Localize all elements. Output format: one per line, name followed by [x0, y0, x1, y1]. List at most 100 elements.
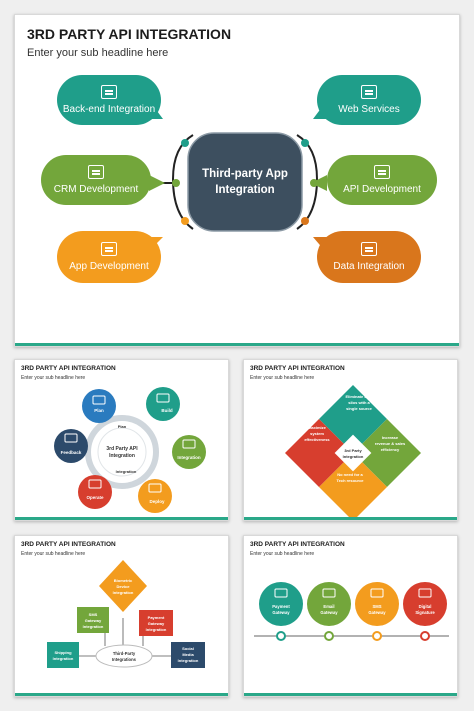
thumb-title: 3RD PARTY API INTEGRATION: [250, 365, 345, 372]
quad-text: efficiency: [381, 447, 400, 452]
thumb-subtitle: Enter your sub headline here: [250, 375, 315, 381]
petal-build: Build: [146, 387, 180, 421]
node-shipping: Shipping Integration: [47, 642, 79, 668]
thumb-subtitle: Enter your sub headline here: [21, 551, 86, 557]
app-grid-icon: [101, 242, 117, 256]
thumb-slide-cycle[interactable]: 3RD PARTY API INTEGRATION Enter your sub…: [14, 359, 229, 521]
bubble-label: CRM Development: [53, 184, 139, 195]
center-label-2: Integration: [215, 184, 274, 196]
cycle-diagram: 3rd Party API Integration Plan Integrati…: [54, 387, 206, 513]
node-text: Payment: [148, 615, 165, 620]
petal-label: Plan: [94, 408, 104, 413]
quad-text: revenue & sales: [375, 441, 406, 446]
bubble-app-development: App Development: [57, 231, 161, 283]
circle-text: SMS: [372, 604, 381, 609]
quad-text: silos with a: [348, 400, 370, 405]
petal-plan: Plan: [82, 389, 116, 423]
network-center-2: Integrations: [112, 657, 137, 662]
node-text: Media: [182, 652, 194, 657]
page-title: 3RD PARTY API INTEGRATION: [27, 26, 232, 42]
quad-text: system: [310, 431, 324, 436]
petal-label: Operate: [86, 495, 104, 500]
thumb-slide-diamond[interactable]: 3RD PARTY API INTEGRATION Enter your sub…: [243, 359, 458, 521]
node-payment: Payment Gateway Integration: [139, 610, 173, 636]
cycle-center-2: Integration: [109, 453, 135, 459]
bubble-label: Back-end Integration: [62, 104, 156, 115]
thumb-subtitle: Enter your sub headline here: [250, 551, 315, 557]
center-node: [187, 132, 303, 232]
monitor-icon: [361, 85, 377, 99]
api-window-icon: [374, 165, 390, 179]
thumb-title: 3RD PARTY API INTEGRATION: [250, 541, 345, 548]
diamond-center-1: 3rd Party: [344, 448, 362, 453]
node-biometric: Biometric Device Integration: [99, 560, 147, 612]
bubble-label: API Development: [343, 184, 421, 195]
server-icon: [101, 85, 117, 99]
ring-label-integration: Integration: [116, 469, 137, 474]
thumb-subtitle: Enter your sub headline here: [21, 375, 86, 381]
network-center: [95, 644, 153, 668]
network-diagram: Third-Party Integrations Biometric Devic…: [47, 560, 205, 668]
circle-text: Digital: [419, 604, 432, 609]
circle-text: Payment: [272, 604, 290, 609]
connector-dot: [301, 217, 309, 225]
petal-feedback: Feedback: [54, 429, 88, 463]
node-text: Device: [117, 584, 131, 589]
thumb-slide-circles[interactable]: 3RD PARTY API INTEGRATION Enter your sub…: [243, 535, 458, 697]
quad-text: Tech resource: [336, 478, 364, 483]
thumb-title: 3RD PARTY API INTEGRATION: [21, 365, 116, 372]
quad-text: Eliminate data: [345, 394, 373, 399]
petal-label: Deploy: [149, 499, 165, 504]
petal-label: Feedback: [61, 450, 82, 455]
petal-integration: Integration: [172, 435, 206, 469]
petal-operate: Operate: [78, 475, 112, 509]
connector-dot: [181, 217, 189, 225]
quad-text: single source: [346, 406, 373, 411]
thumb-slide-network[interactable]: 3RD PARTY API INTEGRATION Enter your sub…: [14, 535, 229, 697]
diamond-diagram: 3rd Party Integration Eliminate data sil…: [285, 385, 421, 520]
quad-text: effectiveness: [304, 437, 330, 442]
circles-diagram: Payment Gateway Email Gateway SMS Gatewa…: [254, 582, 449, 641]
circle-text: Gateway: [320, 610, 338, 615]
circle-payment-gateway: Payment Gateway: [259, 582, 303, 641]
node-text: Gateway: [148, 621, 165, 626]
bubble-backend-integration: Back-end Integration: [57, 75, 161, 125]
circle-text: Email: [323, 604, 334, 609]
center-label-1: Third-party App: [202, 168, 288, 180]
connector-dot: [181, 139, 189, 147]
main-slide[interactable]: 3RD PARTY API INTEGRATION Enter your sub…: [14, 14, 460, 347]
circle-email-gateway: Email Gateway: [307, 582, 351, 641]
node-sms: SMS Gateway Integration: [77, 607, 109, 633]
chip-icon: [361, 242, 377, 256]
node-text: Integration: [53, 656, 74, 661]
node-text: Social: [182, 646, 194, 651]
quad-left: [285, 419, 353, 487]
quad-text: No need for a: [337, 472, 363, 477]
bubble-api-development: API Development: [327, 155, 437, 205]
node-text: SMS: [89, 612, 98, 617]
petal-label: Integration: [177, 455, 201, 460]
bubble-data-integration: Data Integration: [317, 231, 421, 283]
circle-text: Gateway: [368, 610, 386, 615]
bubble-label: App Development: [69, 261, 149, 272]
petal-deploy: Deploy: [138, 479, 172, 513]
node-text: Integration: [146, 627, 167, 632]
quad-text: Increase: [382, 435, 399, 440]
bubble-label: Web Services: [338, 104, 400, 115]
bubble-crm-development: CRM Development: [41, 155, 151, 205]
circle-text: Signature: [415, 610, 435, 615]
circle-text: Gateway: [272, 610, 290, 615]
quad-text: Maximize: [308, 425, 327, 430]
diamond-center-2: Integration: [343, 454, 364, 459]
diamond-center: [334, 434, 372, 472]
node-text: Biometric: [114, 578, 133, 583]
ring-label-plan: Plan: [118, 424, 127, 429]
node-text: Integration: [83, 624, 104, 629]
circle-sms-gateway: SMS Gateway: [355, 582, 399, 641]
petal-label: Build: [161, 408, 172, 413]
cycle-center-1: 3rd Party API: [106, 446, 138, 452]
network-center-1: Third-Party: [113, 651, 136, 656]
node-text: Shipping: [54, 650, 72, 655]
circle-digital-signature: Digital Signature: [403, 582, 447, 641]
thumb-title: 3RD PARTY API INTEGRATION: [21, 541, 116, 548]
